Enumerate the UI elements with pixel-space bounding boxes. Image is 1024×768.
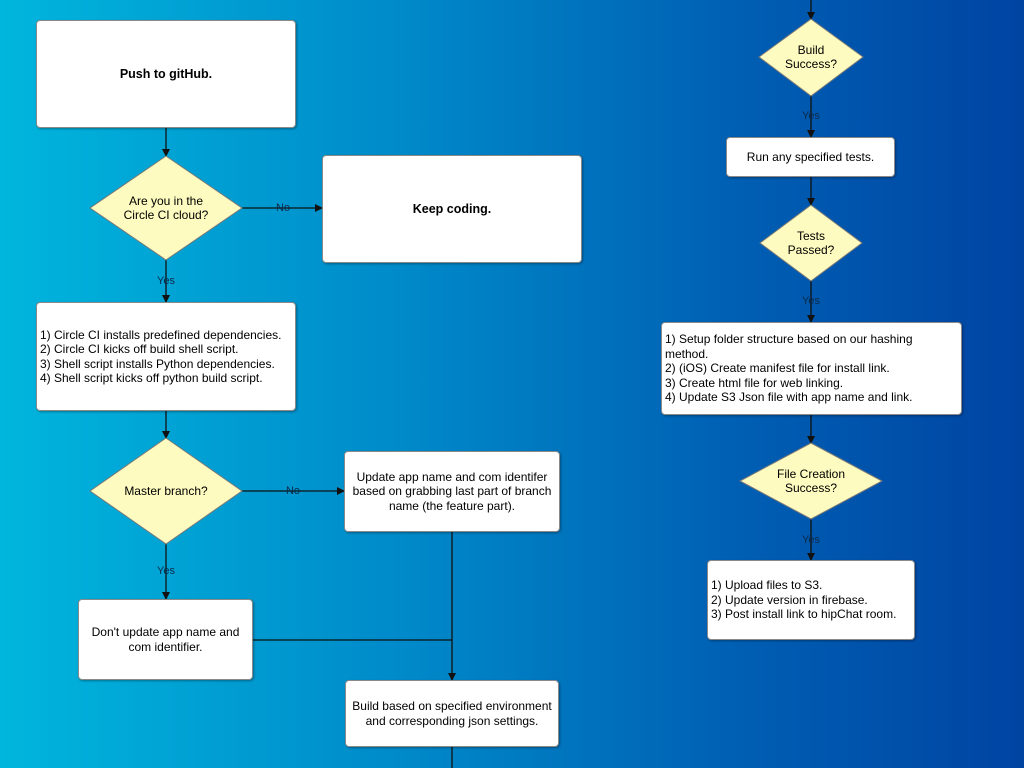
- diamond-master-branch: [89, 437, 243, 545]
- node-setup-steps: 1) Setup folder structure based on our h…: [661, 322, 962, 415]
- diamond-build-success-text: Build Success?: [784, 42, 838, 72]
- node-run-tests: Run any specified tests.: [726, 137, 895, 177]
- label-yes-circle: Yes: [157, 275, 175, 287]
- node-run-tests-text: Run any specified tests.: [746, 149, 875, 164]
- node-update-app-name-text: Update app name and com identifer based …: [352, 469, 552, 513]
- node-build-environment: Build based on specified environment and…: [345, 680, 559, 747]
- label-yes-tests: Yes: [802, 295, 820, 307]
- label-yes-file: Yes: [802, 534, 820, 546]
- node-install-steps-text: 1) Circle CI installs predefined depende…: [40, 327, 282, 386]
- label-no-circle: No: [275, 202, 291, 214]
- diamond-circle-ci: [89, 155, 243, 261]
- node-push-to-github: Push to gitHub.: [36, 20, 296, 128]
- diamonds: [89, 18, 884, 545]
- node-dont-update: Don't update app name and com identifier…: [78, 599, 253, 680]
- node-upload-steps-text: 1) Upload files to S3. 2) Update version…: [711, 578, 897, 622]
- node-install-steps: 1) Circle CI installs predefined depende…: [36, 302, 296, 411]
- label-no-master: No: [285, 485, 301, 497]
- node-dont-update-text: Don't update app name and com identifier…: [91, 625, 240, 654]
- node-keep-coding: Keep coding.: [322, 155, 582, 263]
- diamond-file-creation-text: File Creation Success?: [776, 466, 846, 496]
- label-yes-build: Yes: [802, 110, 820, 122]
- diamond-tests-passed: [759, 204, 863, 282]
- diamond-tests-passed-text: Tests Passed?: [787, 228, 835, 258]
- node-push-text: Push to gitHub.: [119, 66, 213, 81]
- node-upload-steps: 1) Upload files to S3. 2) Update version…: [707, 560, 915, 640]
- node-build-environment-text: Build based on specified environment and…: [352, 699, 552, 728]
- diamond-file-creation: [738, 442, 884, 520]
- diamond-master-branch-text: Master branch?: [124, 483, 208, 498]
- diamond-circle-ci-text: Are you in the Circle CI cloud?: [123, 193, 209, 223]
- diamond-build-success: [758, 18, 864, 97]
- node-setup-steps-text: 1) Setup folder structure based on our h…: [665, 332, 913, 405]
- node-keep-coding-text: Keep coding.: [412, 201, 492, 216]
- label-yes-master: Yes: [157, 565, 175, 577]
- node-update-app-name: Update app name and com identifer based …: [344, 451, 560, 532]
